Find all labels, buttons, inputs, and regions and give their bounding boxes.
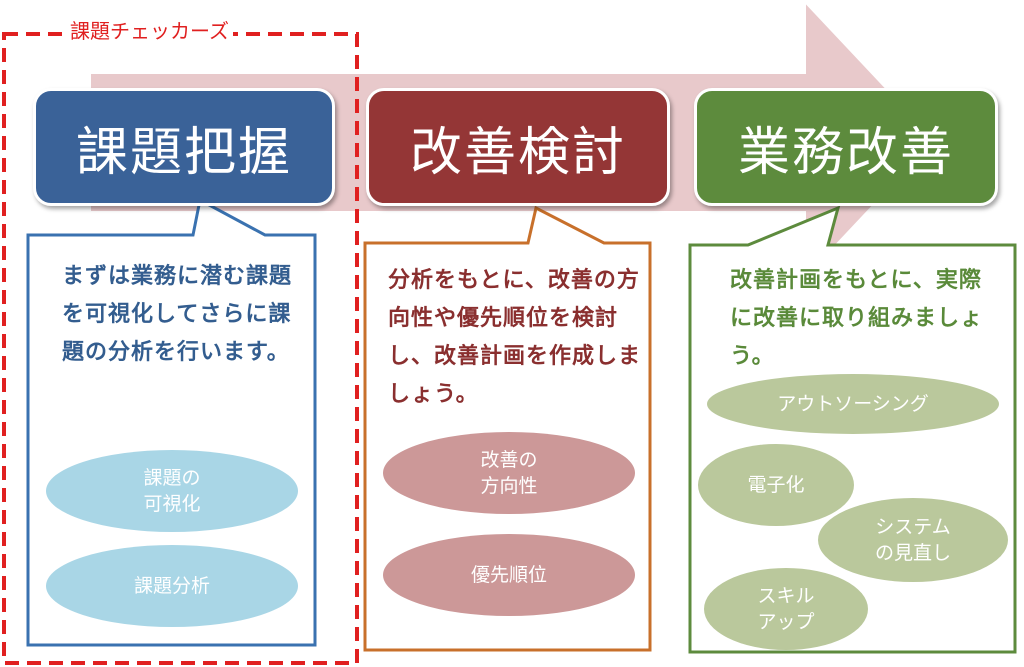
stage-2-description: 分析をもとに、改善の方向性や優先順位を検討し、改善計画を作成しましょう。	[388, 268, 642, 407]
stage-3-item: アウトソーシング	[707, 374, 999, 434]
stage-1-description: まずは業務に潜む課題を可視化してさらに課題の分析を行います。	[62, 264, 293, 365]
stage-2-item: 優先順位	[383, 534, 635, 616]
stage-1-item: 課題分析	[46, 545, 298, 627]
stage-3-title: 業務改善	[694, 88, 998, 206]
stage-2-item: 改善の 方向性	[383, 432, 635, 514]
stage-1-title: 課題把握	[33, 88, 335, 206]
stage-3-description: 改善計画をもとに、実際に改善に取り組みましょう。	[730, 268, 984, 369]
stage-3-item: システム の見直し	[818, 498, 1008, 582]
stage-2-title: 改善検討	[366, 88, 670, 206]
callout-box-2	[363, 205, 652, 652]
stage-1-item: 課題の 可視化	[46, 450, 298, 532]
checker-label: 課題チェッカーズ	[66, 18, 233, 44]
callout-box-1	[26, 197, 317, 647]
stage-3-item: 電子化	[698, 444, 854, 526]
stage-3-item: スキル アップ	[704, 568, 868, 650]
